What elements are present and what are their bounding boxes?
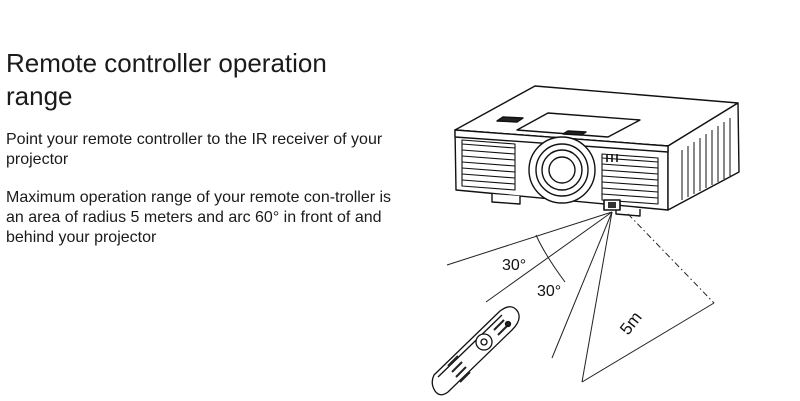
angle-label-lower: 30° bbox=[537, 283, 561, 300]
distance-label: 5m bbox=[616, 308, 646, 338]
range-lines bbox=[446, 211, 715, 383]
instruction-paragraph: Point your remote controller to the IR r… bbox=[6, 131, 383, 168]
angle-label-upper: 30° bbox=[502, 257, 526, 274]
projector-illustration bbox=[454, 85, 740, 217]
remote-controller-illustration bbox=[431, 306, 520, 396]
operation-range-figure: 30° 30° 5m bbox=[431, 85, 740, 396]
range-description-paragraph: Maximum operation range of your remote c… bbox=[6, 189, 392, 246]
page-title: Remote controller operation range bbox=[6, 48, 327, 111]
